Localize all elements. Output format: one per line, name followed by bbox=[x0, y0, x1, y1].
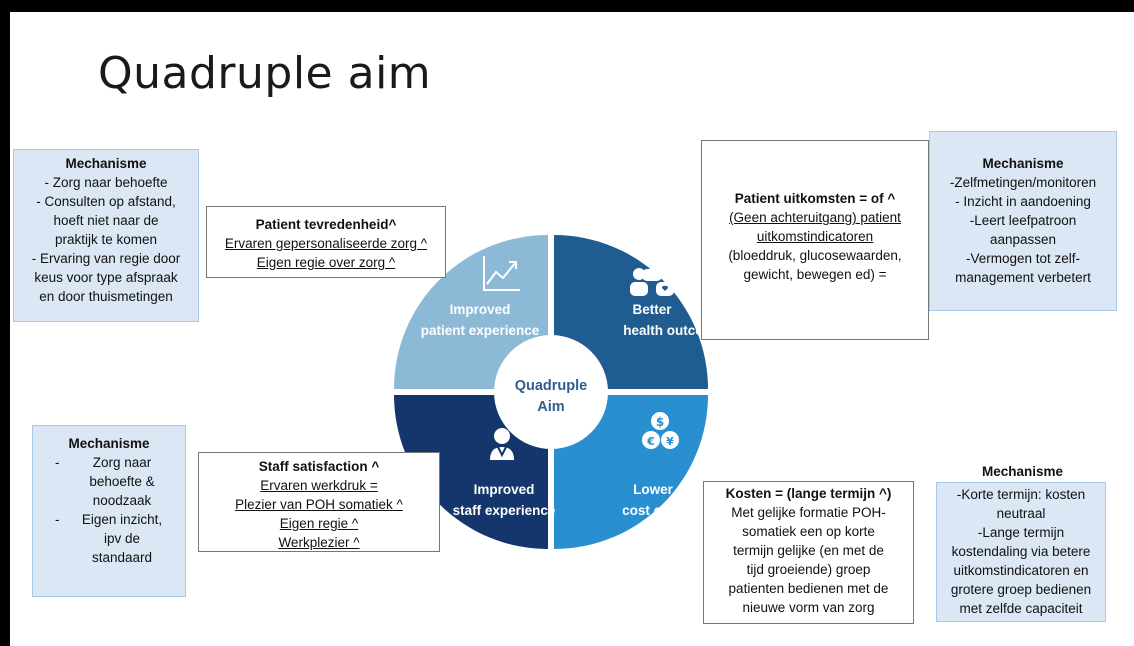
quadrant-top-right bbox=[554, 235, 708, 389]
mechanism-line: grotere groep bedienen bbox=[950, 582, 1092, 597]
mechanism-line: keus voor type afspraak bbox=[34, 270, 178, 285]
mechanism-line: en door thuismetingen bbox=[39, 289, 173, 304]
dash-marker: - bbox=[55, 512, 60, 527]
staff-satisfaction-heading: Staff satisfaction ^ bbox=[258, 459, 380, 474]
costs-line: nieuwe vorm van zorg bbox=[742, 600, 875, 615]
center-label-line1: Quadruple bbox=[515, 378, 588, 394]
quadruple-aim-diagram: $ € ¥ Improved patient experience Better… bbox=[394, 235, 709, 549]
people-group-icon bbox=[630, 253, 674, 296]
patient-outcomes-line: (bloeddruk, glucosewaarden, bbox=[728, 248, 902, 263]
costs-line: termijn gelijke (en met de bbox=[733, 543, 884, 558]
costs-line: Met gelijke formatie POH- bbox=[731, 505, 886, 520]
doctor-icon bbox=[490, 428, 514, 460]
quadrant-bottom-right-line1: Lower bbox=[633, 482, 674, 497]
mechanism-heading: Mechanisme bbox=[68, 436, 150, 451]
costs-line: somatiek een op korte bbox=[742, 524, 875, 539]
patient-outcomes-line: gewicht, bewegen ed) = bbox=[743, 267, 887, 282]
mechanism-line: met zelfde capaciteit bbox=[959, 601, 1083, 616]
mechanism-line: neutraal bbox=[996, 506, 1046, 521]
dash-marker: - bbox=[55, 455, 60, 470]
mechanism-line: - Consulten op afstand, bbox=[36, 194, 176, 209]
staff-satisfaction-line: Ervaren werkdruk = bbox=[260, 478, 378, 493]
mechanism-line: uitkomstindicatoren en bbox=[953, 563, 1089, 578]
patient-outcomes-line: uitkomstindicatoren bbox=[756, 229, 874, 244]
mechanism-line: - Inzicht in aandoening bbox=[955, 194, 1091, 209]
staff-satisfaction-line: Plezier van POH somatiek ^ bbox=[235, 497, 403, 512]
mechanism-item: - Eigen inzicht, ipv de standaard bbox=[37, 510, 181, 567]
costs-line: patienten bedienen met de bbox=[728, 581, 889, 596]
mechanism-heading: Mechanisme bbox=[981, 464, 1064, 479]
mechanism-line: -Korte termijn: kosten bbox=[956, 487, 1086, 502]
mechanism-box-bottom-left: Mechanisme - Zorg naar behoefte & noodza… bbox=[32, 425, 186, 597]
mechanism-line: -Leert leefpatroon bbox=[969, 213, 1077, 228]
quadrant-bottom-left-line1: Improved bbox=[474, 482, 535, 497]
mechanism-line: noodzaak bbox=[92, 493, 152, 508]
center-label-line2: Aim bbox=[537, 399, 564, 415]
svg-text:¥: ¥ bbox=[666, 435, 674, 448]
mechanism-line: standaard bbox=[91, 550, 153, 565]
quadrant-bottom-left-line2: staff experience bbox=[453, 503, 556, 518]
mechanism-line: Zorg naar bbox=[92, 455, 152, 470]
patient-outcomes-line: (Geen achteruitgang) patient bbox=[729, 210, 901, 225]
patient-satisfaction-heading: Patient tevredenheid^ bbox=[255, 217, 397, 232]
slide: Quadruple aim bbox=[10, 12, 1134, 646]
mechanism-line: hoeft niet naar de bbox=[53, 213, 159, 228]
patient-outcomes-heading: Patient uitkomsten = of ^ bbox=[734, 191, 896, 206]
quadrant-top-right-line2: health outcor bbox=[623, 323, 709, 338]
center-circle bbox=[494, 335, 608, 449]
svg-text:€: € bbox=[646, 435, 655, 448]
slide-title: Quadruple aim bbox=[98, 48, 432, 99]
patient-satisfaction-line: Ervaren gepersonaliseerde zorg ^ bbox=[224, 236, 428, 251]
mechanism-line: praktijk te komen bbox=[54, 232, 158, 247]
mechanism-line: ipv de bbox=[103, 531, 141, 546]
mechanism-line: Eigen inzicht, bbox=[81, 512, 163, 527]
mechanism-line: behoefte & bbox=[89, 474, 155, 489]
quadrant-top-left bbox=[394, 235, 548, 389]
mechanism-heading: Mechanisme bbox=[65, 156, 147, 171]
quadrant-top-right-line1: Better bbox=[632, 302, 672, 317]
staff-satisfaction-box: Staff satisfaction ^ Ervaren werkdruk = … bbox=[198, 452, 440, 552]
mechanism-box-top-left: Mechanisme - Zorg naar behoefte - Consul… bbox=[13, 149, 199, 322]
patient-outcomes-box: Patient uitkomsten = of ^ (Geen achterui… bbox=[701, 140, 929, 340]
mechanism-box-bottom-right: -Korte termijn: kosten neutraal -Lange t… bbox=[936, 482, 1106, 622]
mechanism-item: - Zorg naar behoefte & noodzaak bbox=[37, 453, 181, 510]
mechanism-line: aanpassen bbox=[989, 232, 1057, 247]
quadrant-top-left-line2: patient experience bbox=[421, 323, 540, 338]
mechanism-line: - Ervaring van regie door bbox=[31, 251, 181, 266]
mechanism-heading: Mechanisme bbox=[982, 156, 1064, 171]
quadrant-top-left-line1: Improved bbox=[450, 302, 511, 317]
staff-satisfaction-line: Werkplezier ^ bbox=[278, 535, 360, 550]
mechanism-line: -Zelfmetingen/monitoren bbox=[949, 175, 1097, 190]
mechanism-box-top-right: Mechanisme -Zelfmetingen/monitoren - Inz… bbox=[929, 131, 1117, 311]
currency-coins-icon: $ € ¥ bbox=[642, 412, 679, 449]
patient-satisfaction-line: Eigen regie over zorg ^ bbox=[256, 255, 396, 270]
costs-box: Kosten = (lange termijn ^) Met gelijke f… bbox=[703, 481, 914, 624]
mechanism-line: - Zorg naar behoefte bbox=[44, 175, 168, 190]
mechanism-line: kostendaling via betere bbox=[951, 544, 1091, 559]
chart-trend-icon bbox=[483, 256, 520, 291]
mechanism-line: -Lange termijn bbox=[977, 525, 1065, 540]
patient-satisfaction-box: Patient tevredenheid^ Ervaren gepersonal… bbox=[206, 206, 446, 278]
svg-text:$: $ bbox=[656, 415, 664, 429]
mechanism-line: management verbetert bbox=[955, 270, 1091, 285]
quadrant-bottom-right-line2: cost of care bbox=[622, 503, 698, 518]
mechanism-line: -Vermogen tot zelf- bbox=[965, 251, 1081, 266]
costs-heading: Kosten = (lange termijn ^) bbox=[725, 486, 892, 501]
costs-line: tijd groeiende) groep bbox=[746, 562, 871, 577]
mechanism-heading-bottom-right: Mechanisme bbox=[935, 462, 1110, 481]
staff-satisfaction-line: Eigen regie ^ bbox=[279, 516, 359, 531]
